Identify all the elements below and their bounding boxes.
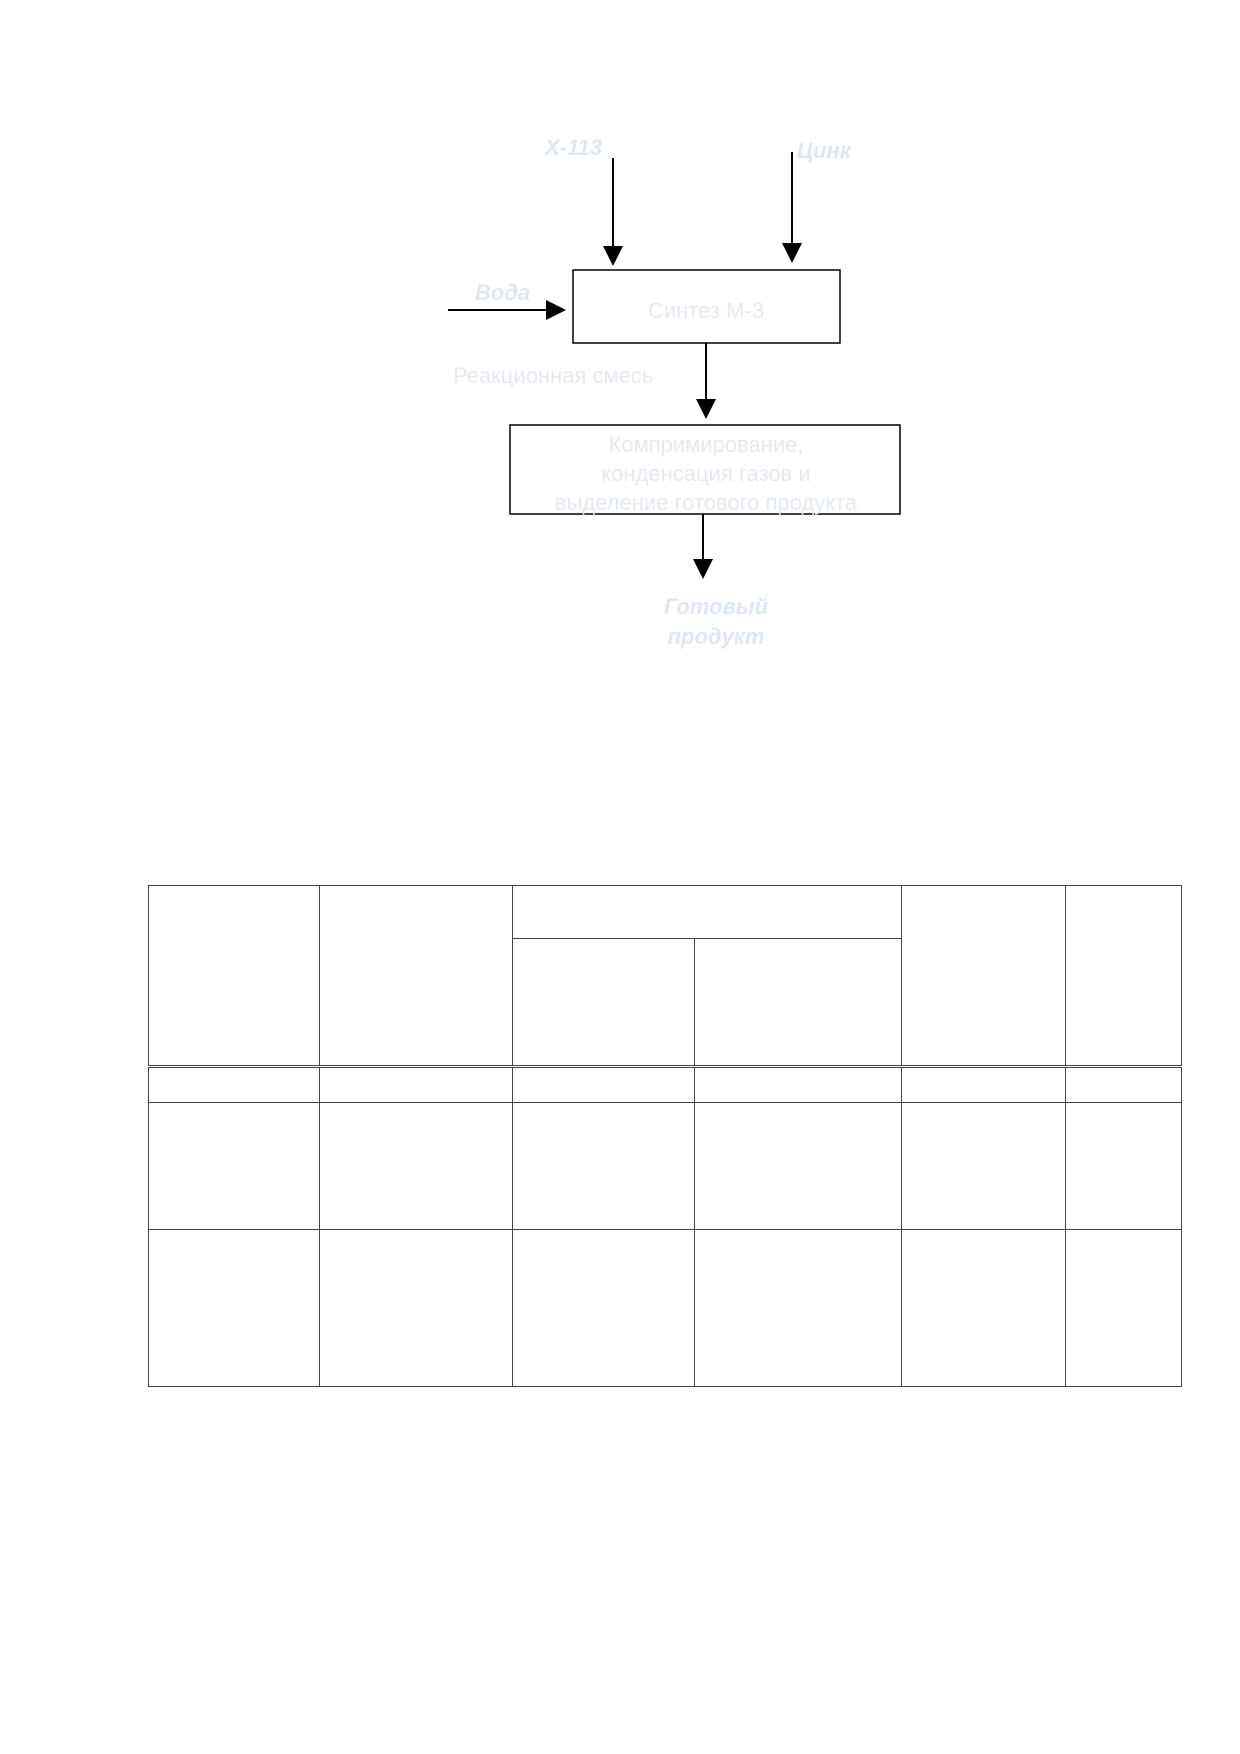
table-subheader-cell xyxy=(694,938,902,1067)
output-label-line-1: Готовый xyxy=(664,594,769,619)
input-label-water: Вода xyxy=(475,280,530,305)
process-box-compression-line-2: конденсация газов и xyxy=(601,461,810,486)
process-box-compression-line-1: Компримирование, xyxy=(609,432,804,457)
table-cell xyxy=(1065,1229,1182,1387)
table-cell xyxy=(901,1229,1066,1387)
table-header-cell xyxy=(1065,885,1182,1067)
table-subheader-cell xyxy=(512,938,695,1067)
table-header-cell xyxy=(148,885,320,1067)
process-flow-diagram: Х-113 Цинк Вода Синтез М-3 Реакционная с… xyxy=(448,135,901,649)
table-header-cell xyxy=(901,885,1066,1067)
table-cell xyxy=(512,1065,695,1103)
table-cell xyxy=(148,1102,320,1230)
table-cell xyxy=(512,1229,695,1387)
table-cell xyxy=(148,1229,320,1387)
table-subheader-row xyxy=(149,938,1182,1067)
table-cell xyxy=(1065,1065,1182,1103)
table-cell xyxy=(319,1229,513,1387)
table-cell xyxy=(694,1065,902,1103)
process-box-compression-line-3: выделение готового продукта xyxy=(555,490,858,515)
process-box-compression xyxy=(509,424,901,515)
table-cell xyxy=(694,1102,902,1230)
flow-label-reaction-mixture: Реакционная смесь xyxy=(453,363,653,388)
table-row xyxy=(148,1102,1182,1230)
input-label-x113: Х-113 xyxy=(543,135,602,160)
process-box-synthesis-label: Синтез М-3 xyxy=(648,298,764,323)
table-row xyxy=(148,1065,1182,1103)
table-cell xyxy=(148,1065,320,1103)
table-cell xyxy=(319,1065,513,1103)
table-cell xyxy=(694,1229,902,1387)
table-header-cell xyxy=(319,885,513,1067)
table-cell xyxy=(512,1102,695,1230)
input-label-zinc: Цинк xyxy=(797,138,853,163)
table-cell xyxy=(901,1102,1066,1230)
table-cell xyxy=(1065,1102,1182,1230)
data-table xyxy=(148,885,1182,1387)
process-box-synthesis xyxy=(572,269,841,344)
output-label-line-2: продукт xyxy=(668,624,765,649)
table-cell xyxy=(901,1065,1066,1103)
table-row xyxy=(148,1229,1182,1387)
table-cell xyxy=(319,1102,513,1230)
table-header-cell-group xyxy=(512,885,902,939)
table-header-row xyxy=(148,885,1182,1067)
